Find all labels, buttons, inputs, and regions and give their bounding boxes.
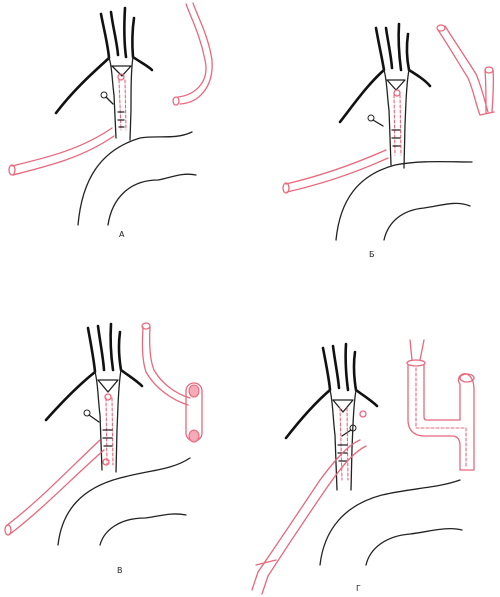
clip-icon	[367, 114, 375, 122]
graft-tube-right	[177, 2, 213, 105]
clip-icon	[349, 424, 357, 432]
panel-label-v: В	[117, 566, 123, 575]
vessel-branch-inner-right	[123, 6, 128, 59]
graft-tube-left	[5, 439, 105, 535]
graft-y-shape	[407, 364, 475, 471]
panel-v-drawing	[4, 322, 203, 546]
heart-outline-outer	[77, 131, 193, 226]
bifurcation-v	[111, 65, 132, 77]
panel-label-a: А	[119, 230, 125, 239]
graft-tube-left	[285, 149, 389, 193]
vessel-branch-right	[131, 16, 154, 72]
panel-b-drawing	[282, 22, 495, 241]
suture-ticks	[117, 111, 125, 128]
graft-tube-right	[437, 25, 495, 116]
panel-label-b: Б	[369, 250, 375, 259]
vessel-trunk	[108, 56, 134, 141]
heart-outline-inner	[107, 173, 197, 226]
panel-label-g: Г	[356, 584, 361, 593]
graft-tube-right	[141, 326, 191, 406]
clip-icon	[100, 91, 108, 99]
clip-icon	[83, 409, 91, 417]
panel-a-drawing	[8, 2, 213, 226]
graft-tube-left	[11, 127, 115, 176]
graft-dashed-segment	[118, 79, 127, 131]
vessel-branch-left	[54, 12, 111, 115]
vessel-branch-inner-left	[109, 10, 120, 57]
graft-tube-left	[257, 439, 367, 577]
panel-g-drawing	[251, 339, 475, 595]
